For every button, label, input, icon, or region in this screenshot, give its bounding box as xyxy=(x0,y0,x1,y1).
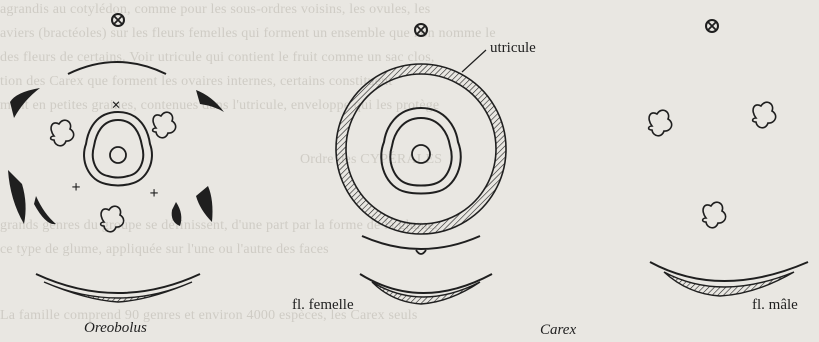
perianth-segment xyxy=(196,90,224,112)
perianth-segment xyxy=(172,202,182,226)
perianth-segment xyxy=(8,170,26,224)
anther xyxy=(101,206,124,232)
ovule xyxy=(110,147,126,163)
anther xyxy=(703,202,726,228)
utricule-leader-line xyxy=(462,50,486,72)
axis-symbol-icon xyxy=(415,24,427,36)
carex-female-diagram xyxy=(336,24,506,304)
male-flower-label: fl. mâle xyxy=(752,297,798,314)
ovary-wall xyxy=(93,120,143,178)
utricule-label: utricule xyxy=(490,40,536,57)
perianth-segment xyxy=(10,88,40,118)
perianth-segment xyxy=(196,186,213,222)
bract-arc xyxy=(68,62,166,74)
female-flower-label: fl. femelle xyxy=(292,297,354,314)
anther xyxy=(753,102,776,128)
axis-symbol-icon xyxy=(112,14,124,26)
perianth-segment xyxy=(34,196,56,224)
oreobolus-diagram xyxy=(8,14,224,302)
plus-marker: + xyxy=(71,179,80,196)
glume xyxy=(362,236,480,249)
anther xyxy=(51,120,74,146)
cross-marker: × xyxy=(111,97,120,114)
carex-male-diagram xyxy=(649,20,808,296)
bract-arc xyxy=(36,274,200,293)
ovule xyxy=(412,145,430,163)
oreobolus-caption: Oreobolus xyxy=(84,320,147,337)
bract-arc xyxy=(360,274,492,293)
anther xyxy=(153,112,176,138)
ovary-wall xyxy=(390,118,451,186)
anther xyxy=(649,110,672,136)
axis-symbol-icon xyxy=(706,20,718,32)
utricule-wall xyxy=(336,64,506,234)
carex-caption: Carex xyxy=(540,322,576,339)
plus-marker: + xyxy=(149,185,158,202)
